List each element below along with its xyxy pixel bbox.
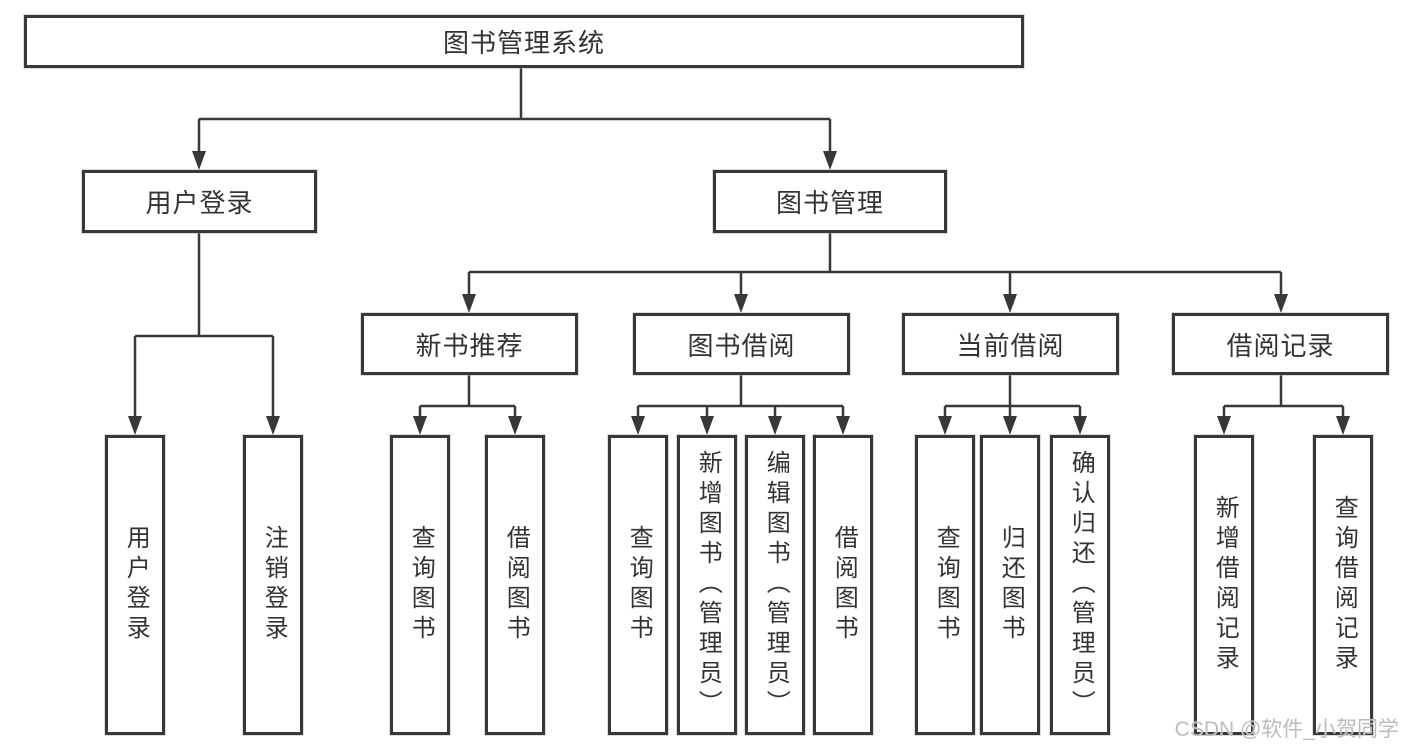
leaf-query-books-recommend-label: 查询图书 [407, 525, 435, 645]
leaf-edit-books-admin-label: 编辑图书（管理员） [762, 450, 790, 720]
node-book-management: 图书管理 [713, 170, 947, 233]
node-user-login-label: 用户登录 [145, 188, 254, 218]
leaf-confirm-return-admin: 确认归还（管理员） [1050, 435, 1110, 735]
leaf-query-books-current: 查询图书 [915, 435, 975, 735]
leaf-borrow-books-borrowing-label: 借阅图书 [830, 525, 858, 645]
node-borrow-records: 借阅记录 [1172, 313, 1389, 375]
node-new-book-recommend-label: 新书推荐 [415, 330, 524, 361]
leaf-edit-books-admin: 编辑图书（管理员） [745, 435, 805, 735]
leaf-logout-label: 注销登录 [260, 525, 288, 645]
leaf-query-books-recommend: 查询图书 [390, 435, 450, 735]
node-new-book-recommend: 新书推荐 [361, 313, 578, 375]
leaf-return-books: 归还图书 [980, 435, 1040, 735]
leaf-borrow-books-borrowing: 借阅图书 [813, 435, 873, 735]
leaf-logout: 注销登录 [243, 435, 303, 735]
leaf-query-books-borrowing: 查询图书 [608, 435, 668, 735]
node-library-system: 图书管理系统 [24, 15, 1024, 68]
leaf-borrow-books-recommend: 借阅图书 [485, 435, 545, 735]
leaf-confirm-return-admin-label: 确认归还（管理员） [1067, 450, 1095, 720]
csdn-watermark: CSDN @软件_小贺同学 [1174, 718, 1399, 741]
node-user-login: 用户登录 [82, 170, 317, 233]
leaf-user-login: 用户登录 [105, 435, 165, 735]
leaf-query-borrow-record-label: 查询借阅记录 [1330, 495, 1358, 675]
node-current-borrowing-label: 当前借阅 [956, 330, 1065, 361]
node-book-borrowing: 图书借阅 [633, 313, 850, 375]
leaf-borrow-books-recommend-label: 借阅图书 [502, 525, 530, 645]
leaf-return-books-label: 归还图书 [997, 525, 1025, 645]
node-current-borrowing: 当前借阅 [902, 313, 1119, 375]
leaf-query-borrow-record: 查询借阅记录 [1313, 435, 1373, 735]
leaf-add-books-admin-label: 新增图书（管理员） [694, 450, 722, 720]
leaf-user-login-label: 用户登录 [122, 525, 150, 645]
node-book-borrowing-label: 图书借阅 [687, 330, 796, 361]
leaf-query-books-current-label: 查询图书 [932, 525, 960, 645]
node-book-management-label: 图书管理 [775, 188, 884, 218]
leaf-add-borrow-record-label: 新增借阅记录 [1211, 495, 1239, 675]
node-library-system-label: 图书管理系统 [442, 28, 605, 58]
leaf-query-books-borrowing-label: 查询图书 [625, 525, 653, 645]
leaf-add-books-admin: 新增图书（管理员） [677, 435, 737, 735]
node-borrow-records-label: 借阅记录 [1226, 330, 1335, 361]
leaf-add-borrow-record: 新增借阅记录 [1194, 435, 1254, 735]
